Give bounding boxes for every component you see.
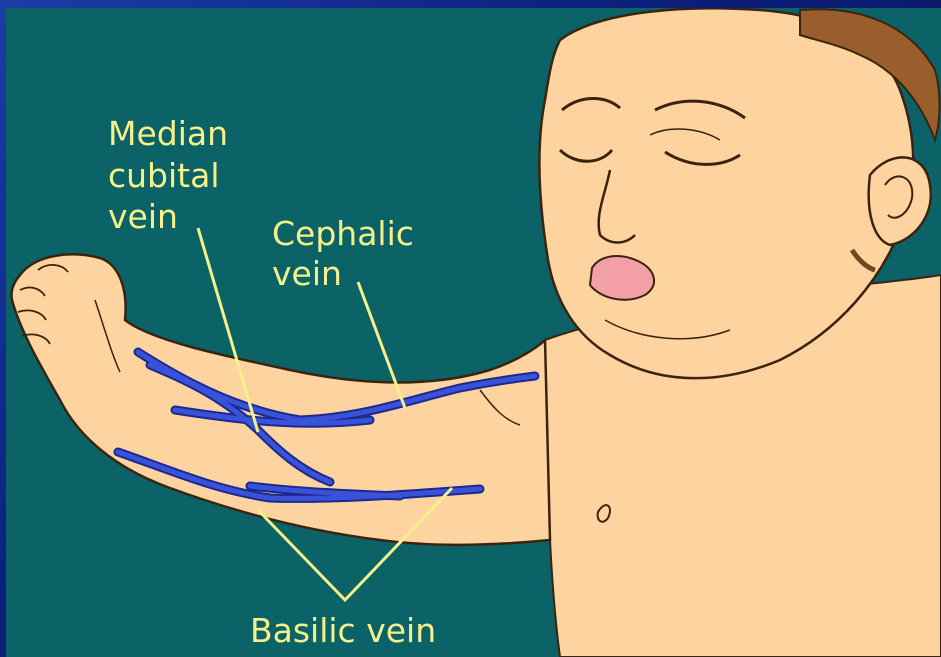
median-cubital-label-line3: vein <box>108 197 178 236</box>
ear <box>869 157 931 245</box>
basilic-label: Basilic vein <box>250 611 436 650</box>
diagram-panel: Median cubital vein Cephalic vein Basili… <box>6 8 941 657</box>
median-cubital-label-line2: cubital <box>108 156 220 195</box>
median-cubital-label-line1: Median <box>108 114 228 153</box>
diagram-svg: Median cubital vein Cephalic vein Basili… <box>6 8 941 657</box>
cephalic-label-line1: Cephalic <box>272 214 414 253</box>
cephalic-label-line2: vein <box>272 254 342 293</box>
baby-illustration <box>520 8 941 657</box>
